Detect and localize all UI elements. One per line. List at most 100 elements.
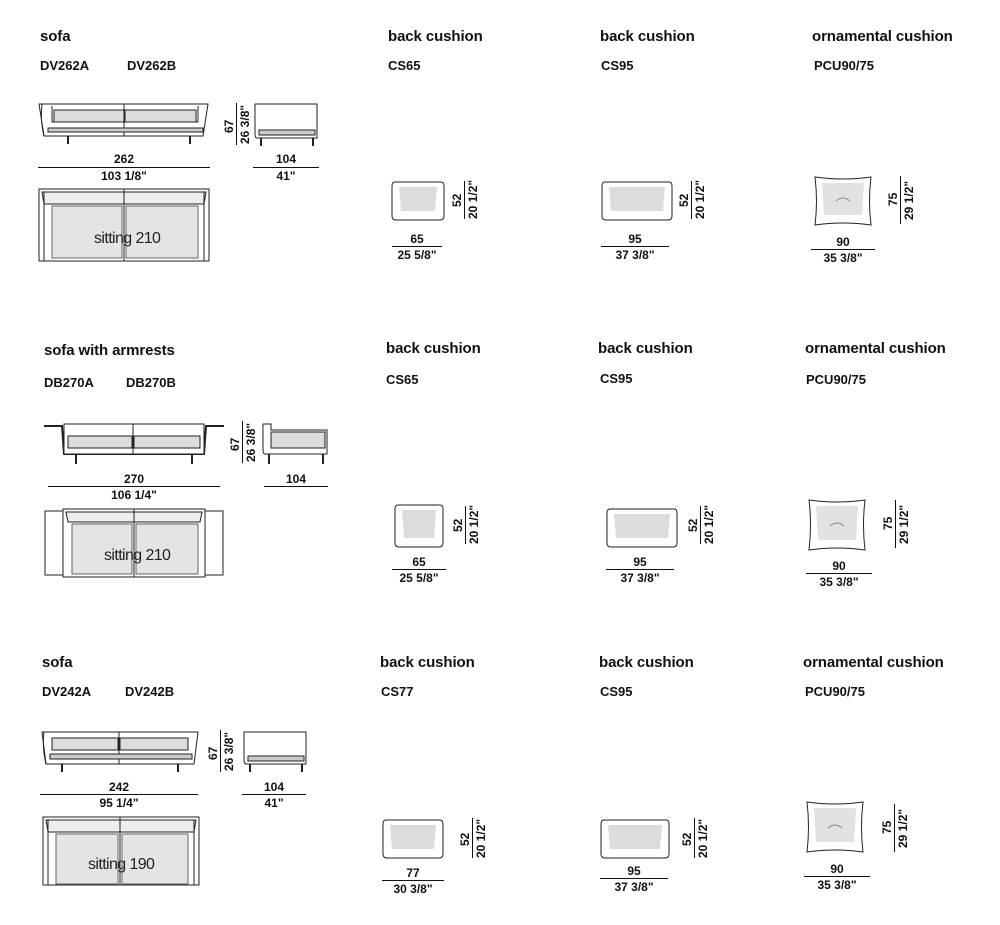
sofa-title: sofa <box>40 28 71 45</box>
width-cm: 262 <box>113 152 135 166</box>
cushion-w-in: 25 5/8" <box>397 248 437 262</box>
cushion-w-in: 30 3/8" <box>393 882 433 896</box>
sitting-width: sitting 190 <box>88 856 155 873</box>
cushion-h-in: 20 1/2" <box>474 818 488 858</box>
cushion-width-rule <box>606 569 674 570</box>
cushion-width-rule <box>804 876 870 877</box>
width-in: 103 1/8" <box>101 169 147 183</box>
cushion-width-rule <box>601 246 669 247</box>
cushion-code: CS65 <box>388 58 421 73</box>
cushion-width-rule <box>806 573 872 574</box>
cushion-w-in: 35 3/8" <box>823 251 863 265</box>
sofa-side-view <box>254 103 318 146</box>
cushion-code: CS95 <box>601 58 634 73</box>
cushion-code: PCU90/75 <box>814 58 874 73</box>
depth-in: 41" <box>264 796 284 810</box>
cushion-height-rule <box>691 181 692 219</box>
cushion-h-cm: 52 <box>677 193 691 207</box>
cushion-h-cm: 52 <box>686 518 700 532</box>
sofa-title: sofa with armrests <box>44 342 175 359</box>
cushion-h-cm: 75 <box>881 516 895 530</box>
cushion-height-rule <box>894 804 895 852</box>
cushion-h-cm: 52 <box>451 518 465 532</box>
cushion-title: ornamental cushion <box>803 654 944 671</box>
cushion-height-rule <box>464 181 465 219</box>
cushion-h-cm: 75 <box>880 820 894 834</box>
sofa-title: sofa <box>42 654 73 671</box>
cushion-height-rule <box>700 506 701 544</box>
cushion-h-cm: 52 <box>680 832 694 846</box>
height-in: 26 3/8" <box>222 731 236 771</box>
ornamental-cushion <box>808 499 866 551</box>
cushion-w-in: 37 3/8" <box>620 571 660 585</box>
sofa-side-view <box>243 731 307 772</box>
cushion-h-in: 29 1/2" <box>896 808 910 848</box>
cushion-h-in: 20 1/2" <box>466 179 480 219</box>
cushion-h-in: 20 1/2" <box>702 504 716 544</box>
cushion-w-in: 25 5/8" <box>399 571 439 585</box>
cushion-code: CS77 <box>381 684 414 699</box>
cushion-h-cm: 75 <box>886 192 900 206</box>
cushion-h-in: 20 1/2" <box>467 504 481 544</box>
sofa-code-a: DB270A <box>44 375 94 390</box>
cushion-code: CS95 <box>600 684 633 699</box>
height-rule <box>236 103 237 145</box>
cushion-h-cm: 52 <box>450 193 464 207</box>
sofa-front-view <box>41 731 199 772</box>
cushion-title: back cushion <box>380 654 475 671</box>
height-cm: 67 <box>222 119 236 133</box>
sofa-side-view <box>262 423 328 464</box>
cushion-w-cm: 90 <box>832 559 846 573</box>
cushion-height-rule <box>694 818 695 858</box>
cushion-title: ornamental cushion <box>812 28 953 45</box>
cushion-w-in: 35 3/8" <box>819 575 859 589</box>
cushion-cs65 <box>391 181 445 221</box>
cushion-title: back cushion <box>386 340 481 357</box>
sofa-top-view <box>44 508 224 578</box>
cushion-title: back cushion <box>598 340 693 357</box>
cushion-w-cm: 65 <box>410 232 424 246</box>
cushion-code: PCU90/75 <box>805 684 865 699</box>
cushion-w-cm: 95 <box>633 555 647 569</box>
cushion-w-cm: 77 <box>406 866 420 880</box>
cushion-cs95 <box>601 181 673 221</box>
cushion-cs95 <box>606 508 678 548</box>
cushion-height-rule <box>900 176 901 224</box>
cushion-width-rule <box>382 880 444 881</box>
cushion-w-in: 37 3/8" <box>614 880 654 894</box>
cushion-code: PCU90/75 <box>806 372 866 387</box>
cushion-width-rule <box>392 246 442 247</box>
depth-cm: 104 <box>263 780 285 794</box>
cushion-title: back cushion <box>599 654 694 671</box>
cushion-cs65 <box>394 504 444 548</box>
sofa-front-view <box>38 103 209 144</box>
width-rule <box>40 794 198 795</box>
sofa-code-b: DV262B <box>127 58 177 73</box>
depth-rule <box>264 486 328 487</box>
height-in: 26 3/8" <box>238 104 252 144</box>
sofa-top-view <box>38 188 210 262</box>
cushion-width-rule <box>392 569 446 570</box>
sofa-top-view <box>42 816 200 886</box>
width-in: 106 1/4" <box>111 488 157 502</box>
cushion-width-rule <box>811 249 875 250</box>
cushion-title: back cushion <box>600 28 695 45</box>
height-rule <box>220 730 221 772</box>
width-cm: 270 <box>123 472 145 486</box>
cushion-code: CS95 <box>600 371 633 386</box>
width-cm: 242 <box>108 780 130 794</box>
cushion-h-cm: 52 <box>458 832 472 846</box>
sitting-width: sitting 210 <box>104 547 171 564</box>
cushion-w-cm: 90 <box>830 862 844 876</box>
cushion-w-in: 35 3/8" <box>817 878 857 892</box>
depth-cm: 104 <box>275 152 297 166</box>
ornamental-cushion <box>814 176 872 226</box>
depth-in: 41" <box>276 169 296 183</box>
cushion-h-in: 29 1/2" <box>902 180 916 220</box>
height-in: 26 3/8" <box>244 422 258 462</box>
cushion-width-rule <box>600 878 668 879</box>
height-rule <box>242 421 243 463</box>
sofa-code-b: DB270B <box>126 375 176 390</box>
sofa-front-view <box>44 423 224 464</box>
cushion-h-in: 20 1/2" <box>693 179 707 219</box>
